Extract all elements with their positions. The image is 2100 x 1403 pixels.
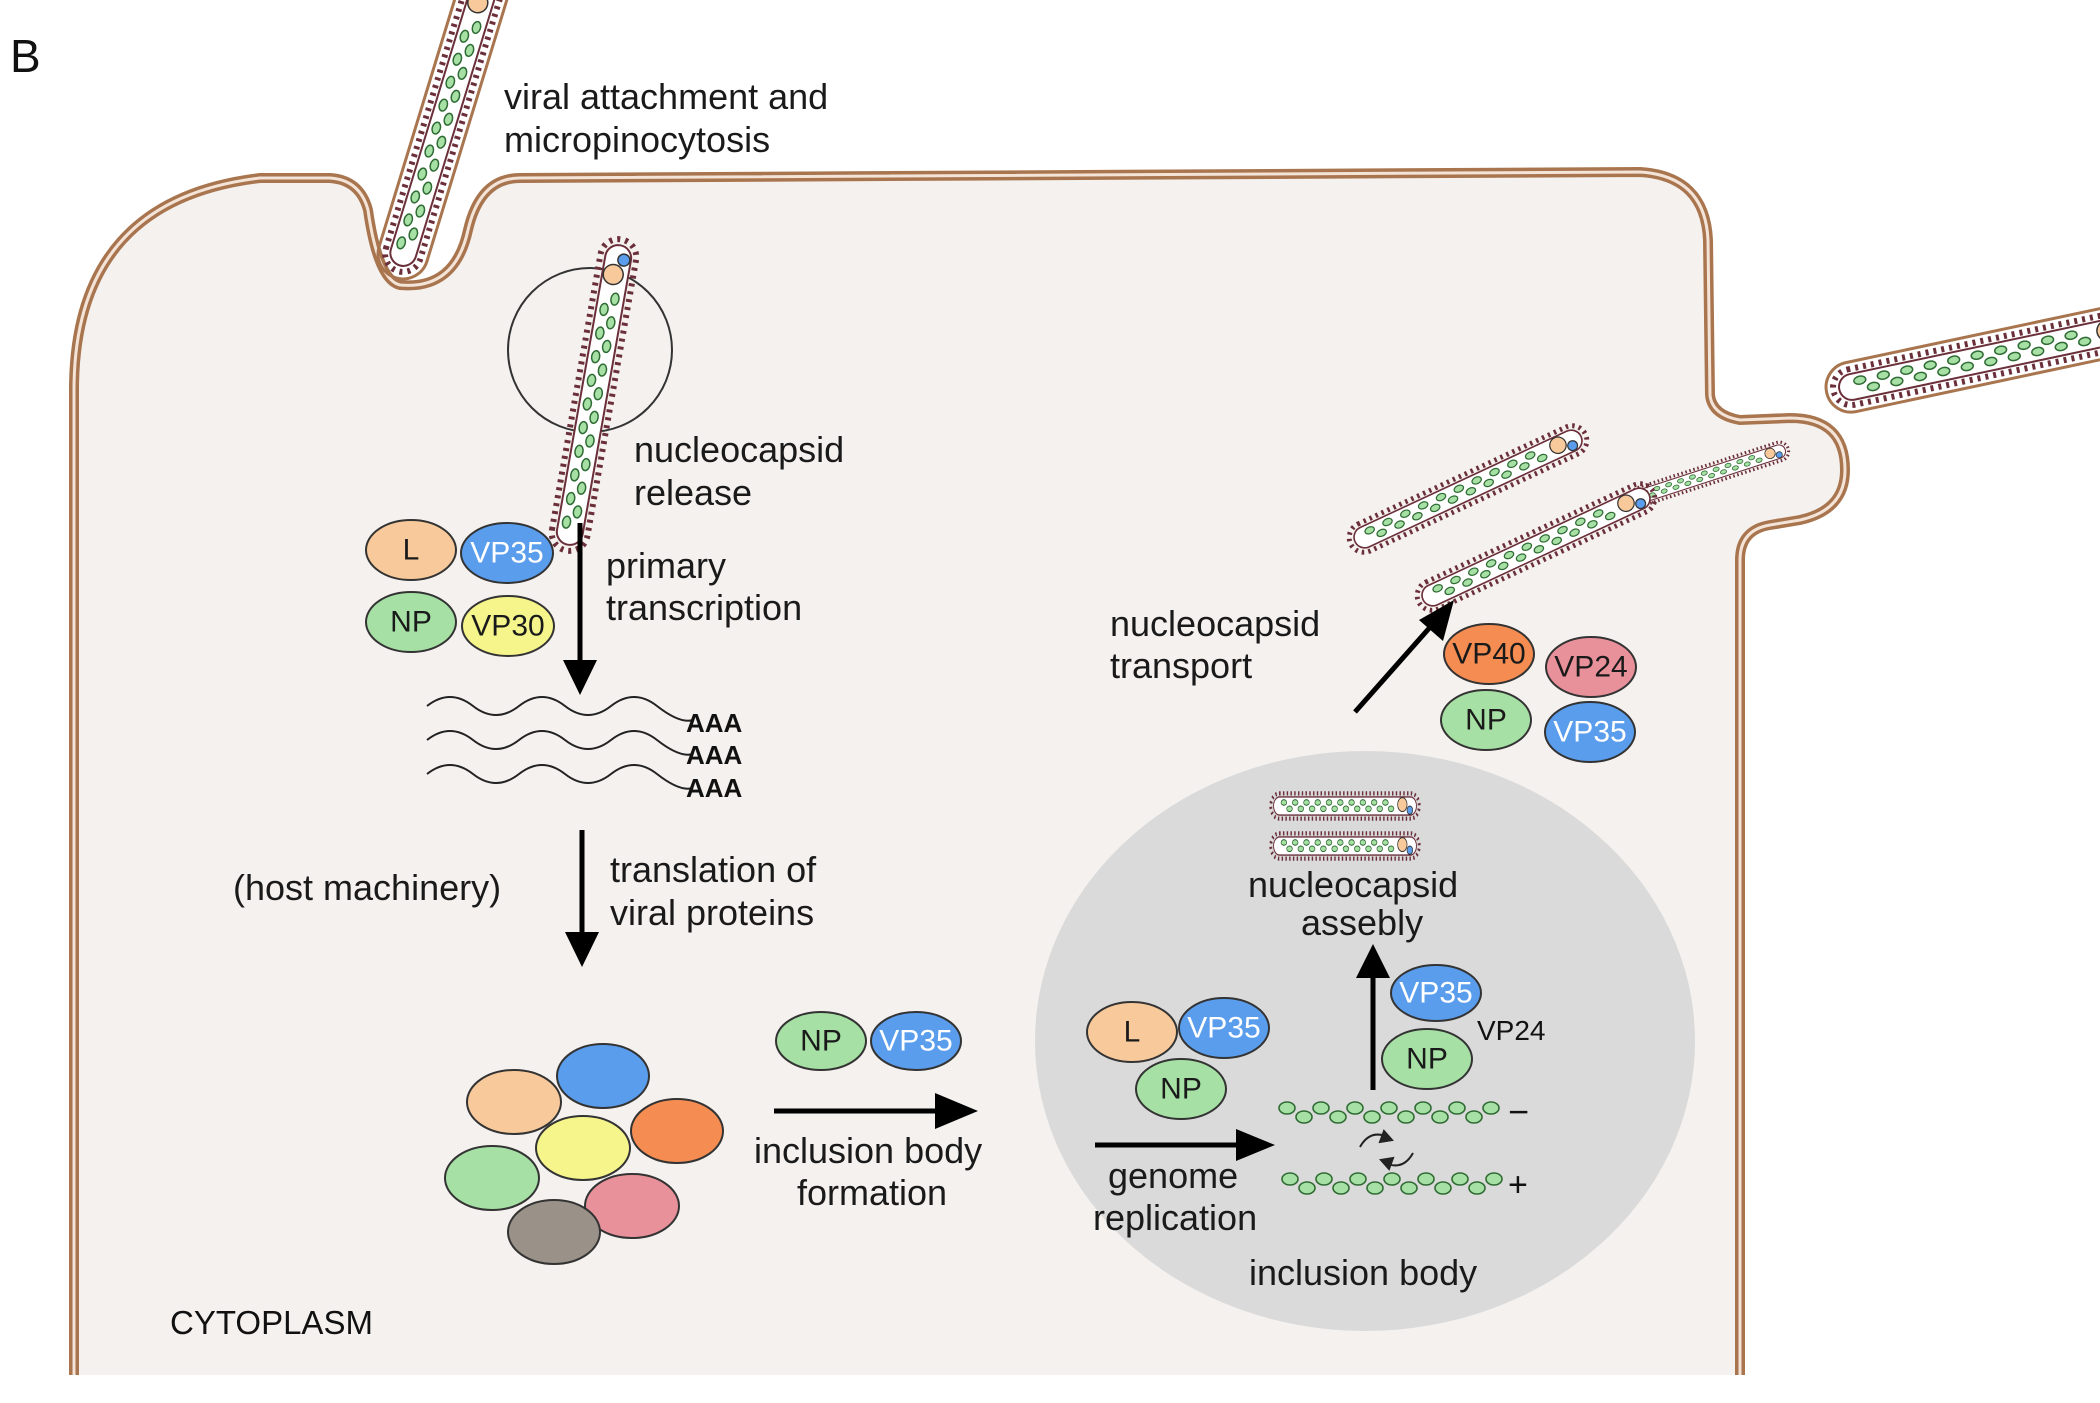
label-assembly-2: assebly — [1301, 902, 1423, 943]
label-inclusion-formation-2: formation — [797, 1172, 947, 1213]
released-virion — [1821, 299, 2100, 417]
protein-cluster-assembly: VP35 NP — [1381, 964, 1482, 1090]
svg-text:VP35: VP35 — [1399, 977, 1472, 1010]
protein-VP35 — [460, 522, 554, 584]
protein-cluster-transcription: L VP35 NP VP30 — [365, 519, 555, 657]
label-release-2: release — [634, 472, 752, 513]
protein-cluster-transport: VP40 VP24 NP VP35 — [1440, 623, 1637, 763]
svg-text:VP40: VP40 — [1452, 638, 1525, 671]
panel-letter: B — [10, 30, 41, 82]
label-inclusion-body: inclusion body — [1249, 1252, 1477, 1293]
label-vp24-side: VP24 — [1477, 1015, 1546, 1046]
rna-plus-strand — [1281, 1172, 1503, 1195]
arrow-translation — [565, 830, 599, 967]
svg-text:NP: NP — [1406, 1043, 1448, 1076]
svg-text:L: L — [403, 534, 420, 567]
svg-text:VP30: VP30 — [471, 610, 544, 643]
label-attachment-1: viral attachment and — [504, 76, 828, 117]
svg-text:VP24: VP24 — [1554, 651, 1627, 684]
replication-cycle-icon — [1359, 1129, 1414, 1171]
svg-text:NP: NP — [390, 606, 432, 639]
svg-text:VP35: VP35 — [470, 537, 543, 570]
arrow-assembly — [1356, 944, 1390, 1090]
protein-L — [365, 519, 457, 581]
label-genome-2: replication — [1093, 1197, 1257, 1238]
label-assembly-1: nucleocapsid — [1248, 864, 1458, 905]
label-plus: + — [1508, 1166, 1528, 1204]
svg-text:L: L — [1124, 1016, 1141, 1049]
svg-text:NP: NP — [1465, 704, 1507, 737]
label-primary-2: transcription — [606, 587, 802, 628]
mrna-transcripts — [426, 696, 694, 790]
polya-3: AAA — [686, 773, 743, 803]
arrow-primary-transcription — [563, 523, 597, 695]
label-attachment-2: micropinocytosis — [504, 119, 770, 160]
protein-cluster-replication: L VP35 NP — [1086, 997, 1270, 1120]
svg-text:VP35: VP35 — [879, 1025, 952, 1058]
label-transport-1: nucleocapsid — [1110, 603, 1320, 644]
arrow-inclusion-formation — [774, 1093, 978, 1129]
label-release-1: nucleocapsid — [634, 429, 844, 470]
label-primary-1: primary — [606, 545, 726, 586]
label-inclusion-formation-1: inclusion body — [754, 1130, 982, 1171]
polya-2: AAA — [686, 740, 743, 770]
label-cytoplasm: CYTOPLASM — [170, 1304, 373, 1341]
assembled-nucleocapsid-1 — [1271, 793, 1420, 818]
protein-pair-np-vp35: NP VP35 — [775, 1011, 962, 1071]
inclusion-body — [1035, 751, 1695, 1331]
protein-VP30 — [461, 595, 555, 657]
translated-protein-cluster — [444, 1043, 724, 1265]
svg-text:NP: NP — [1160, 1073, 1202, 1106]
label-minus: − — [1508, 1091, 1529, 1132]
label-translation-1: translation of — [610, 849, 817, 890]
label-host: (host machinery) — [233, 867, 501, 908]
arrow-transport — [1353, 600, 1454, 714]
label-translation-2: viral proteins — [610, 892, 814, 933]
svg-text:VP35: VP35 — [1187, 1012, 1260, 1045]
arrow-genome-replication — [1095, 1129, 1275, 1161]
protein-NP — [365, 591, 457, 653]
polya-1: AAA — [686, 708, 743, 738]
assembled-nucleocapsid-2 — [1271, 833, 1420, 858]
label-transport-2: transport — [1110, 645, 1252, 686]
svg-text:NP: NP — [800, 1025, 842, 1058]
rna-minus-strand — [1278, 1101, 1500, 1124]
label-genome-1: genome — [1108, 1155, 1238, 1196]
svg-text:VP35: VP35 — [1553, 716, 1626, 749]
